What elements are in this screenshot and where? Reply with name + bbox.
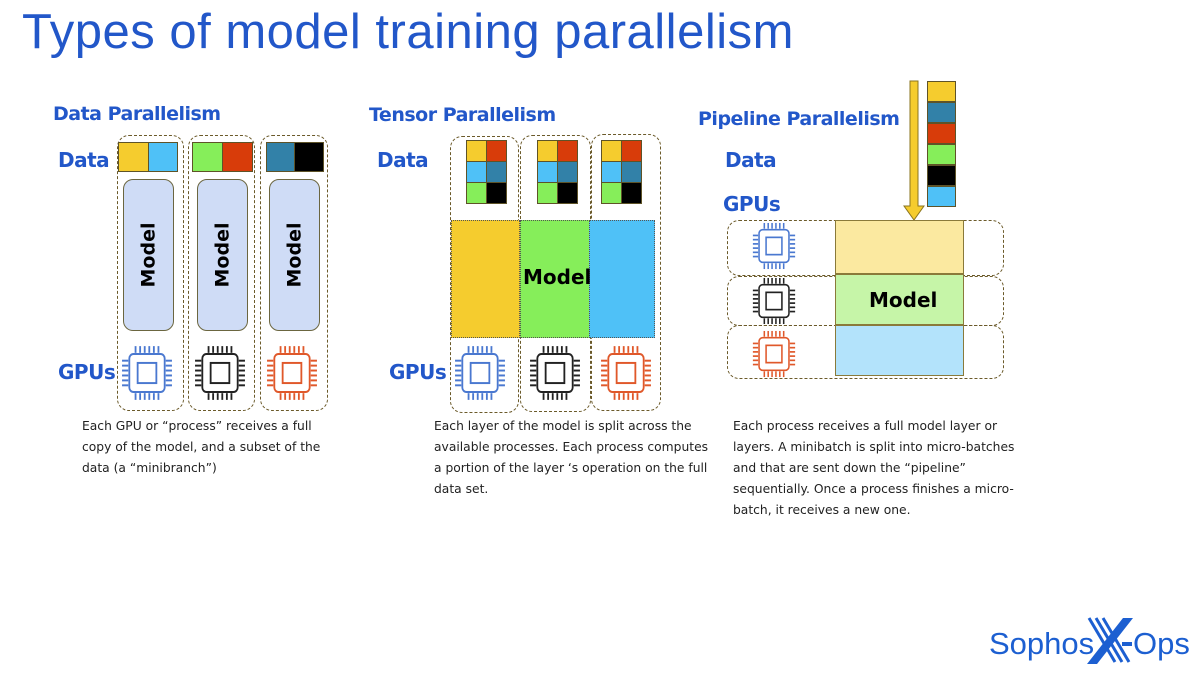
page-title: Types of model training parallelism [22, 5, 794, 59]
gpu-chip-icon [121, 345, 173, 401]
dp-process-2 [188, 135, 255, 411]
gpu-chip-icon [752, 277, 796, 325]
model-label: Model [211, 222, 234, 288]
svg-text:Sophos: Sophos [989, 626, 1094, 661]
dp-data-label: Data [58, 148, 110, 172]
tp-description: Each layer of the model is split across … [434, 419, 709, 496]
pipeline-parallelism-heading: Pipeline Parallelism [698, 108, 900, 130]
tensor-parallelism-heading: Tensor Parallelism [369, 104, 556, 126]
sophos-x-ops-logo: Sophos Ops [989, 617, 1190, 664]
pp-micro-batch [927, 81, 956, 102]
tp-data-cell [601, 140, 622, 162]
tp-data-cell [621, 140, 642, 162]
tp-data-cell [601, 182, 622, 204]
tp-data-cell [621, 182, 642, 204]
pp-data-label: Data [725, 148, 777, 172]
dp-description: Each GPU or “process” receives a full co… [82, 419, 321, 475]
pp-model-layer-1 [835, 220, 964, 274]
model-label: Model [283, 222, 306, 288]
data-chunk-yellow [118, 142, 149, 172]
gpu-chip-icon [752, 222, 796, 270]
gpu-chip-icon [600, 345, 652, 401]
tp-data-cell [466, 182, 487, 204]
data-chunk-black [294, 142, 324, 172]
down-arrow-icon [903, 80, 925, 221]
dp-model-2: Model [197, 179, 248, 331]
data-chunk-red [222, 142, 253, 172]
tp-data-cell [486, 161, 507, 183]
tp-model-shard-3 [589, 220, 655, 338]
pp-description: Each process receives a full model layer… [733, 419, 1015, 517]
tp-data-cell [466, 140, 487, 162]
tp-data-cell [557, 161, 578, 183]
gpu-chip-icon [529, 345, 581, 401]
data-chunk-teal [266, 142, 295, 172]
pp-gpus-label: GPUs [723, 192, 781, 216]
tp-data-cell [621, 161, 642, 183]
model-label: Model [137, 222, 160, 288]
tp-data-cell [557, 140, 578, 162]
gpu-chip-icon [194, 345, 246, 401]
tp-data-cell [466, 161, 487, 183]
tp-data-cell [601, 161, 622, 183]
data-chunk-green [192, 142, 223, 172]
tp-data-label: Data [377, 148, 429, 172]
pp-micro-batch [927, 165, 956, 186]
pp-model-layer-2 [835, 274, 964, 325]
data-chunk-blue [148, 142, 178, 172]
dp-process-3 [260, 135, 328, 411]
pp-micro-batch [927, 144, 956, 165]
tp-data-cell [486, 140, 507, 162]
pp-model-label: Model [869, 288, 938, 312]
pp-model-layer-3 [835, 325, 964, 376]
data-parallelism-heading: Data Parallelism [53, 103, 221, 125]
tp-data-cell [537, 161, 558, 183]
gpu-chip-icon [752, 330, 796, 378]
tp-model-shard-1 [451, 220, 520, 338]
pp-micro-batch [927, 102, 956, 123]
dp-gpus-label: GPUs [58, 360, 116, 384]
pp-micro-batch [927, 186, 956, 207]
pp-micro-batch [927, 123, 956, 144]
tp-data-cell [537, 140, 558, 162]
tp-model-label: Model [523, 265, 592, 289]
tp-data-cell [537, 182, 558, 204]
dp-model-3: Model [269, 179, 320, 331]
svg-text:Ops: Ops [1133, 626, 1190, 661]
dp-model-1: Model [123, 179, 174, 331]
tp-data-cell [557, 182, 578, 204]
gpu-chip-icon [454, 345, 506, 401]
tp-gpus-label: GPUs [389, 360, 447, 384]
tp-data-cell [486, 182, 507, 204]
dp-process-1 [117, 135, 184, 411]
gpu-chip-icon [266, 345, 318, 401]
